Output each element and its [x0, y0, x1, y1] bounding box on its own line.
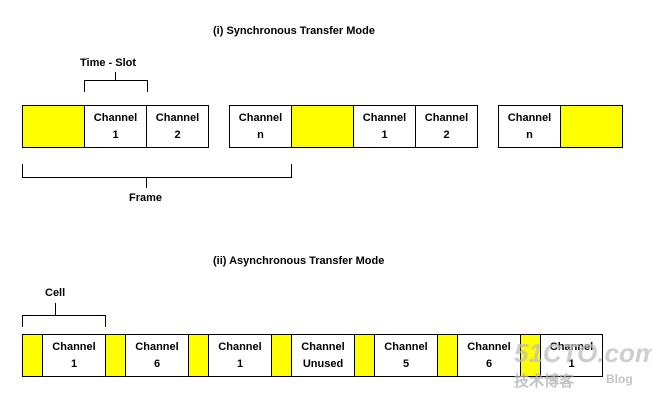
slot-number: 2	[443, 128, 450, 141]
cell-channel-label: Channel	[384, 340, 428, 353]
async-cell: Channel Unused	[291, 334, 355, 377]
time-slot-label: Time - Slot	[80, 57, 137, 69]
slot-label: Channel	[155, 111, 200, 124]
sync-framing-slot	[291, 105, 354, 148]
async-cell: Channel 1	[540, 334, 603, 377]
sync-channel-slot: Channel 1	[353, 105, 416, 148]
slot-label: Channel	[93, 111, 138, 124]
cell-channel-number: 1	[70, 357, 78, 370]
cell-channel-label: Channel	[218, 340, 262, 353]
cell-channel-number: 6	[485, 357, 493, 370]
sync-framing-slot	[560, 105, 623, 148]
sync-channel-slot: Channel 2	[415, 105, 478, 148]
slot-number: n	[526, 128, 533, 141]
cell-channel-label: Channel	[135, 340, 179, 353]
cell-bracket	[22, 315, 106, 327]
slot-number: 1	[112, 128, 119, 141]
cell-label: Cell	[45, 287, 66, 299]
frame-bracket	[22, 164, 292, 178]
cell-channel-number: 1	[568, 357, 575, 370]
watermark-blog: Blog	[606, 372, 633, 386]
sync-channel-slot: Channel 1	[84, 105, 147, 148]
slot-number: 2	[174, 128, 181, 141]
sync-channel-slot: Channel 2	[146, 105, 209, 148]
watermark-logo: 51CTO.com	[514, 338, 652, 368]
slot-label: Channel	[238, 111, 283, 124]
async-cell: Channel 1	[208, 334, 272, 377]
cell-channel-label: Channel	[467, 340, 511, 353]
async-title: (ii) Asynchronous Transfer Mode	[213, 255, 385, 267]
sync-channel-slot: Channel n	[498, 105, 561, 148]
async-cell: Channel 1	[42, 334, 106, 377]
slot-label: Channel	[362, 111, 407, 124]
cell-channel-number: 1	[236, 357, 244, 370]
watermark-sub: 技术博客	[514, 373, 575, 390]
sync-framing-slot	[22, 105, 85, 148]
frame-label: Frame	[129, 192, 163, 204]
cell-channel-number: 6	[153, 357, 161, 370]
async-cell: Channel 6	[457, 334, 521, 377]
slot-label: Channel	[424, 111, 469, 124]
slot-number: 1	[381, 128, 388, 141]
cell-channel-label: Channel	[52, 340, 96, 353]
time-slot-bracket	[84, 80, 148, 92]
slot-number: n	[257, 128, 264, 141]
cell-channel-number: 5	[402, 357, 410, 370]
async-cell: Channel 6	[125, 334, 189, 377]
sync-title: (i) Synchronous Transfer Mode	[213, 25, 375, 37]
cell-channel-label: Channel	[549, 340, 594, 353]
cell-channel-number: Unused	[302, 357, 344, 370]
slot-label: Channel	[507, 111, 552, 124]
cell-channel-label: Channel	[301, 340, 345, 353]
